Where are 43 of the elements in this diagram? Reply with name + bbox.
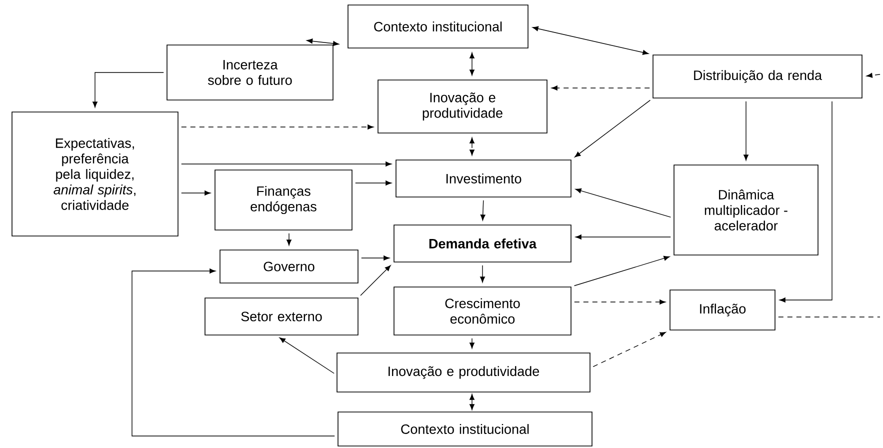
- process-box: Crescimento econômico: [394, 286, 572, 336]
- arrow: [470, 52, 474, 76]
- arrow: [575, 234, 671, 240]
- arrow: [279, 337, 334, 374]
- arrow: [360, 265, 391, 296]
- process-box: Incerteza sobre o futuro: [166, 44, 334, 100]
- arrow: [132, 268, 335, 436]
- process-box: Contexto institucional: [348, 4, 528, 48]
- arrow: [480, 265, 485, 283]
- arrow: [866, 72, 880, 78]
- arrow: [470, 394, 474, 410]
- arrow: [480, 200, 486, 221]
- process-box: Inflação: [670, 290, 776, 330]
- arrow: [574, 100, 651, 158]
- arrow: [574, 300, 666, 304]
- arrow: [575, 188, 672, 218]
- process-box: Distribuição da renda: [652, 54, 862, 98]
- process-box: Expectativas, preferência pela liquidez, animal spirits, criatividade: [12, 112, 178, 236]
- process-box: Dinâmica multiplicador - acelerador: [674, 164, 818, 256]
- process-box: Governo: [220, 250, 358, 284]
- arrow: [574, 256, 670, 286]
- arrow: [470, 137, 474, 156]
- arrow: [181, 162, 392, 166]
- process-box: Finanças endógenas: [214, 170, 352, 230]
- arrow: [92, 72, 164, 108]
- arrow: [361, 256, 390, 260]
- arrow: [355, 180, 392, 186]
- arrow: [181, 190, 211, 196]
- process-box: Inovação e produtividade: [378, 80, 548, 134]
- arrow: [592, 332, 666, 368]
- process-box: Demanda efetiva: [394, 224, 572, 262]
- arrow: [306, 38, 339, 46]
- arrow: [470, 338, 474, 349]
- process-box: Setor externo: [204, 298, 358, 336]
- arrow: [181, 124, 374, 130]
- arrow: [779, 101, 832, 302]
- process-box: Investimento: [396, 160, 572, 198]
- process-box: Inovação e produtividade: [336, 352, 590, 392]
- arrow: [744, 101, 748, 161]
- arrow: [551, 86, 650, 90]
- arrow: [286, 233, 292, 246]
- process-box: Contexto institucional: [338, 412, 592, 446]
- arrow: [532, 26, 649, 55]
